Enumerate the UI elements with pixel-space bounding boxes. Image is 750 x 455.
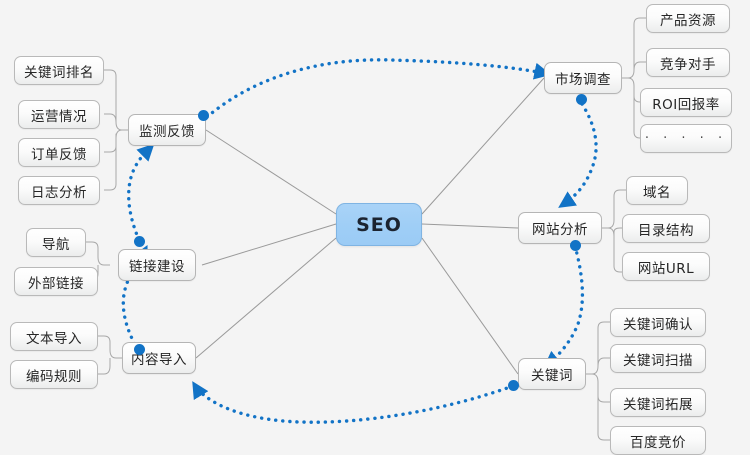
flow-dot-link-building [134,236,145,247]
branch-node-content-import[interactable]: 内容导入 [122,342,196,374]
sub-node-keyword-confirm[interactable]: 关键词确认 [610,308,706,337]
sub-node-log-analysis[interactable]: 日志分析 [18,176,100,205]
flow-dot-content-import [134,344,145,355]
sub-node-order-feedback[interactable]: 订单反馈 [18,138,100,167]
sub-node-more-dots[interactable]: · · · · · [640,124,732,153]
flow-site-to-keywords [543,244,585,369]
flow-dot-site-analysis [570,240,581,251]
center-spokes [195,77,545,375]
flow-market-to-site [558,102,598,208]
branch-node-link-building[interactable]: 链接建设 [118,249,196,281]
branch-node-monitor-feedback[interactable]: 监测反馈 [128,114,206,146]
sub-node-domain-name[interactable]: 域名 [626,176,688,205]
sub-node-baidu-bidding[interactable]: 百度竞价 [610,426,706,455]
sub-node-navigation[interactable]: 导航 [26,228,86,257]
sub-node-directory-structure[interactable]: 目录结构 [622,214,710,243]
sub-node-roi-rate[interactable]: ROI回报率 [640,88,732,117]
sub-node-external-links[interactable]: 外部链接 [14,267,98,296]
sub-node-operation-status[interactable]: 运营情况 [18,100,100,129]
flow-dot-market-research [576,94,587,105]
branch-node-site-analysis[interactable]: 网站分析 [518,212,602,244]
flow-monitor-to-market [205,58,552,119]
flow-link-to-monitor [127,143,155,242]
sub-node-competitors[interactable]: 竞争对手 [646,48,730,77]
branch-node-market-research[interactable]: 市场调查 [544,62,622,94]
sub-node-keyword-ranking[interactable]: 关键词排名 [14,56,104,85]
center-node-seo[interactable]: SEO [336,203,422,246]
sub-node-keyword-expand[interactable]: 关键词拓展 [610,388,706,417]
sub-node-text-import[interactable]: 文本导入 [10,322,98,351]
sub-node-product-resources[interactable]: 产品资源 [646,4,730,33]
branch-node-keywords[interactable]: 关键词 [518,358,586,390]
flow-dot-keywords [508,380,519,391]
sub-node-encoding-rules[interactable]: 编码规则 [10,360,98,389]
flow-dot-monitor-feedback [198,110,209,121]
flow-keywords-to-content [192,381,515,424]
sub-node-site-url[interactable]: 网站URL [622,252,710,281]
sub-node-keyword-scan[interactable]: 关键词扫描 [610,344,706,373]
